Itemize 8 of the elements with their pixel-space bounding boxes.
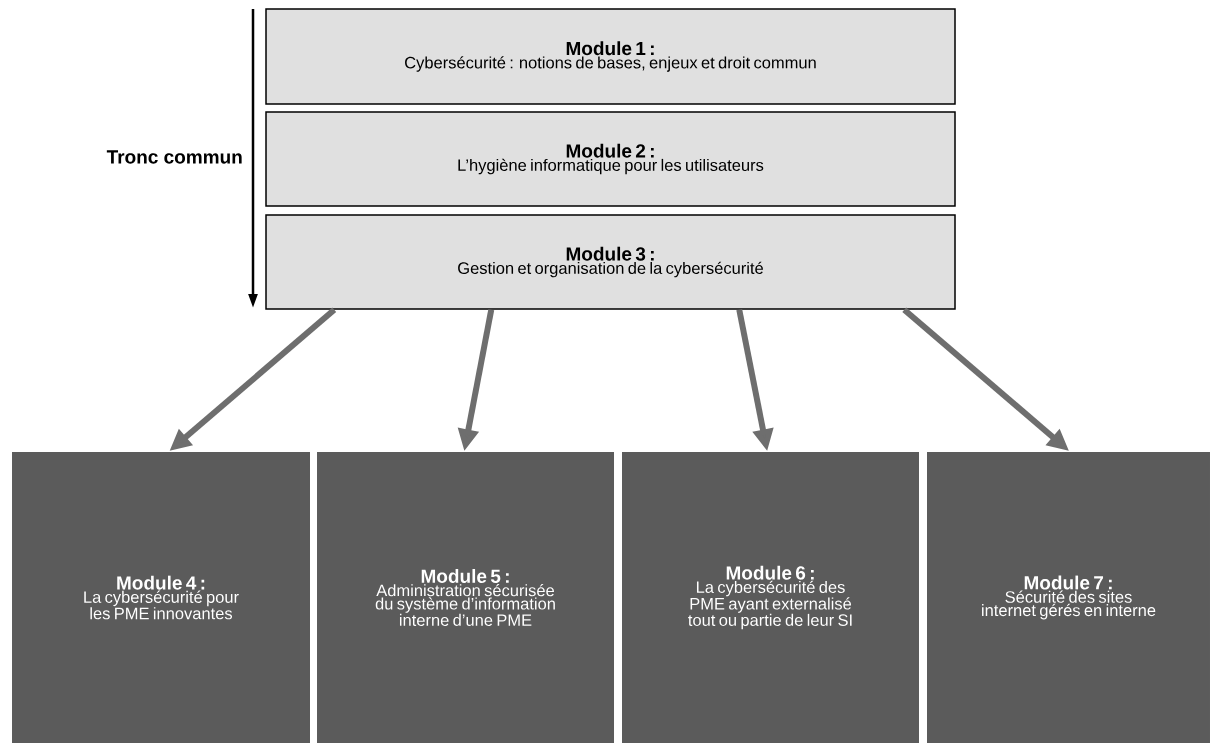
module-box: Module 1 : Cybersécurité : notions de bases, enjeux et droit commun xyxy=(265,8,956,105)
module-panel: Module 6 : La cybersécurité des PME ayant externalisé tout ou partie de leur SI xyxy=(622,452,919,743)
module-panel: Module 4 : La cybersécurité pour les PME innovantes xyxy=(12,452,310,743)
module-box: Module 3 : Gestion et organisation de la cybersécurité xyxy=(265,214,956,310)
module-panel: Module 7 : Sécurité des sites internet gérés en interne xyxy=(927,452,1210,743)
side-label: Tronc commun xyxy=(106,150,242,164)
module-panel: Module 5 : Administration sécurisée du système d’information interne d’une PME xyxy=(317,452,614,743)
module-box: Module 2 : L’hygiène informatique pour les utilisateurs xyxy=(265,111,956,207)
